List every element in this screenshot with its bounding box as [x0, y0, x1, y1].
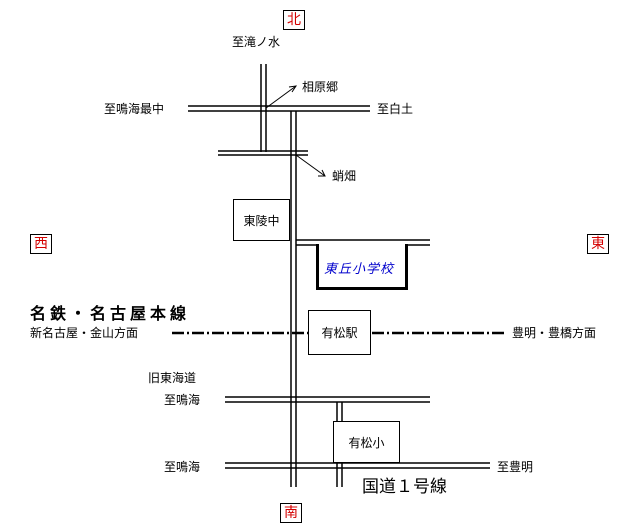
label-to-takinomizu: 至滝ノ水 — [232, 35, 281, 49]
label-shohata: 蛸畑 — [332, 169, 357, 183]
label-higashioka-middle: 東陵中 — [243, 213, 280, 228]
label-to-shirotsuchi: 至白土 — [377, 102, 414, 116]
label-aiharago: 相原郷 — [302, 80, 339, 94]
compass-north: 北 — [283, 10, 305, 30]
compass-west: 西 — [30, 234, 52, 254]
label-old-tokaido: 旧東海道 — [148, 371, 197, 385]
road-main-vertical — [290, 111, 297, 487]
label-to-toyoake: 豊明・豊橋方面 — [512, 326, 597, 340]
label-arimatsu-elementary: 有松小 — [348, 435, 385, 450]
compass-south: 南 — [280, 503, 302, 523]
road-second-horizontal — [218, 150, 308, 156]
label-meitetsu-line: 名鉄・名古屋本線 — [30, 304, 191, 323]
road-old-tokaido — [225, 396, 430, 403]
building-higashioka-elementary — [316, 244, 408, 290]
label-route1: 国道１号線 — [362, 477, 447, 497]
label-to-shin-nagoya: 新名古屋・金山方面 — [30, 326, 139, 340]
road-route1 — [225, 462, 490, 469]
label-arimatsu-station: 有松駅 — [321, 326, 358, 340]
building-higashioka-middle: 東陵中 — [233, 199, 290, 241]
label-to-narumi-1: 至鳴海 — [164, 393, 201, 407]
label-to-narumi-saichu: 至鳴海最中 — [104, 102, 165, 116]
road-takinomizu — [260, 64, 267, 152]
label-to-toyoake-2: 至豊明 — [497, 460, 534, 474]
label-higashioka-elementary: 東丘小学校 — [324, 262, 395, 277]
arrow-aiharago — [265, 85, 298, 109]
building-arimatsu-elementary: 有松小 — [333, 421, 400, 463]
road-upper-horizontal — [188, 105, 370, 112]
building-arimatsu-station: 有松駅 — [308, 310, 371, 355]
arrow-shohata — [295, 154, 326, 177]
compass-east: 東 — [587, 234, 609, 254]
label-to-narumi-2: 至鳴海 — [164, 460, 201, 474]
